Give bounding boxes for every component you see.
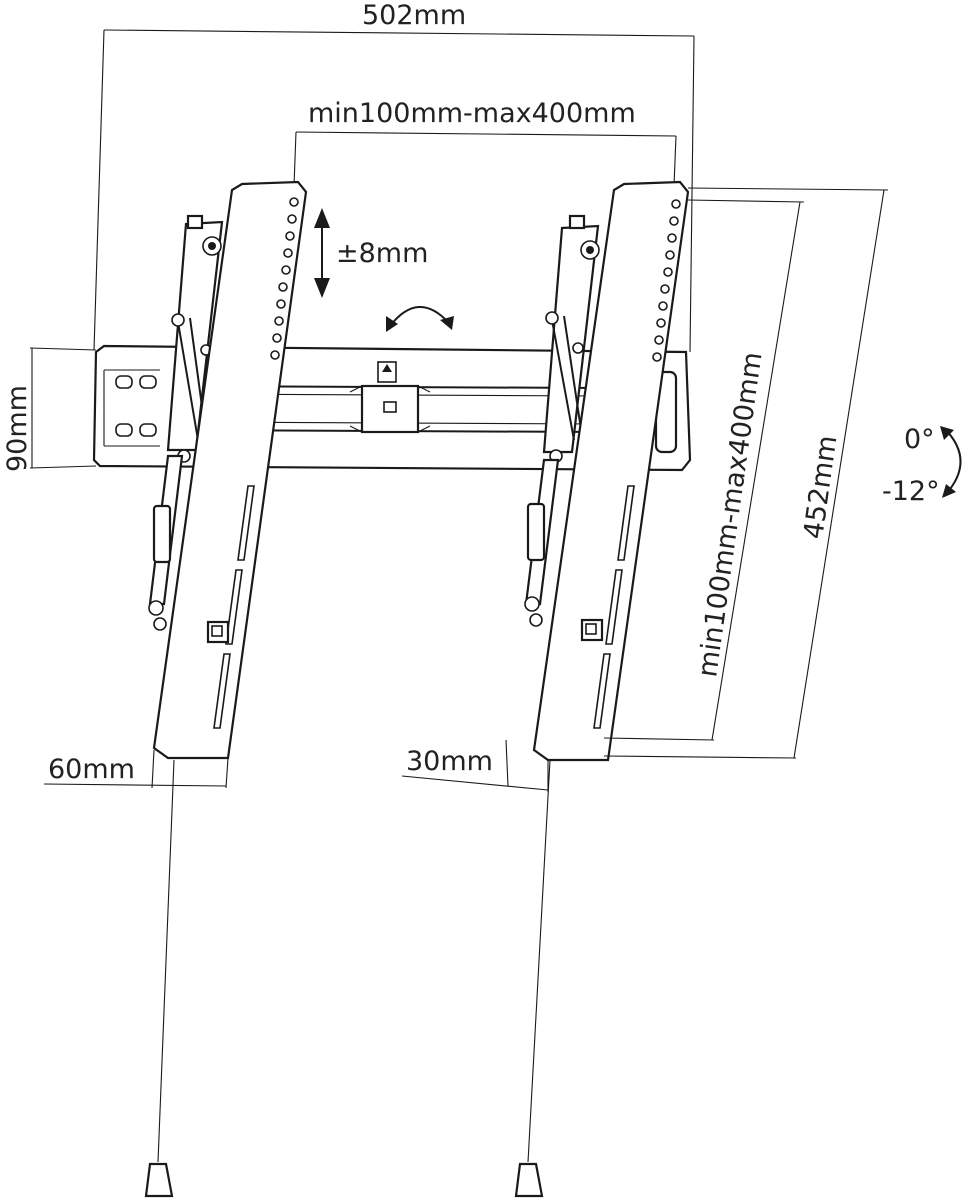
right-pull-cord[interactable] <box>514 759 551 1198</box>
right-bracket-arm <box>524 180 690 762</box>
vertical-adjust-indicator: ±8mm <box>314 208 428 298</box>
up-indicator-icon <box>382 364 392 372</box>
right-pull-tab[interactable] <box>514 1162 544 1198</box>
arm-width-dimension: 60mm <box>43 749 229 789</box>
arrow-down-icon <box>314 278 330 298</box>
tilt-bottom-label: -12° <box>882 476 940 507</box>
wall-plate-height-dimension: 90mm <box>2 347 97 472</box>
vesa-horizontal-label: min100mm-max400mm <box>308 98 636 129</box>
vesa-horizontal-dimension: min100mm-max400mm <box>293 98 677 187</box>
tilt-range-indicator: 0° -12° <box>882 424 962 507</box>
wall-plate-height-label: 90mm <box>2 385 33 472</box>
arm-width-label: 60mm <box>48 754 135 785</box>
vertical-adjust-label: ±8mm <box>336 238 428 269</box>
rotation-arrows-icon <box>386 305 454 332</box>
tilt-arrow-down-icon <box>942 484 956 498</box>
tilt-top-label: 0° <box>904 424 935 455</box>
arm-depth-dimension: 30mm <box>401 739 549 792</box>
overall-width-dimension: 502mm <box>93 0 695 353</box>
left-pull-cord[interactable] <box>144 759 175 1198</box>
tilt-arrow-up-icon <box>940 426 954 440</box>
left-bracket-arm <box>148 180 308 760</box>
left-pull-tab[interactable] <box>144 1162 174 1198</box>
overall-width-label: 502mm <box>362 0 466 31</box>
arrow-up-icon <box>314 208 330 228</box>
arm-depth-label: 30mm <box>406 746 493 777</box>
